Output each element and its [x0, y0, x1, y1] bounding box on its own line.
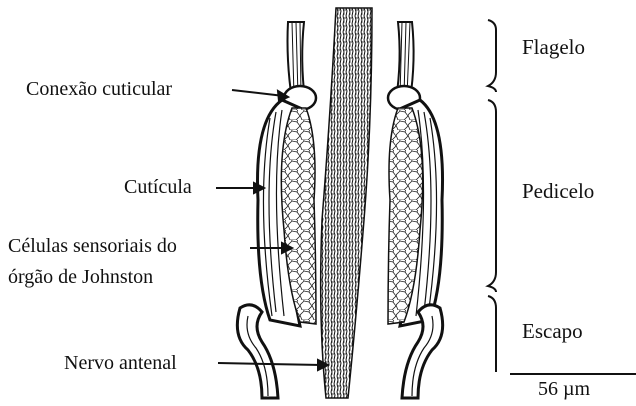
- brace-pedicel: [488, 100, 496, 292]
- arrow-antennal-nerve: [218, 363, 322, 365]
- arrow-cuticular-connection: [232, 90, 284, 96]
- segment-label-scape: Escapo: [522, 320, 583, 342]
- label-antennal-nerve: Nervo antenal: [64, 352, 177, 374]
- scale-bar-label: 56 µm: [538, 378, 590, 401]
- label-sensory-cells-line1: Células sensoriais do: [8, 235, 177, 257]
- label-cuticular-connection: Conexão cuticular: [26, 78, 172, 100]
- antennal-nerve: [321, 8, 372, 398]
- segment-label-pedicel: Pedicelo: [522, 180, 594, 202]
- brace-flagellum: [488, 20, 496, 92]
- label-cuticle: Cutícula: [124, 176, 192, 198]
- segment-label-flagellum: Flagelo: [522, 36, 585, 58]
- label-sensory-cells-line2: órgão de Johnston: [8, 266, 153, 288]
- brace-scape: [488, 296, 496, 372]
